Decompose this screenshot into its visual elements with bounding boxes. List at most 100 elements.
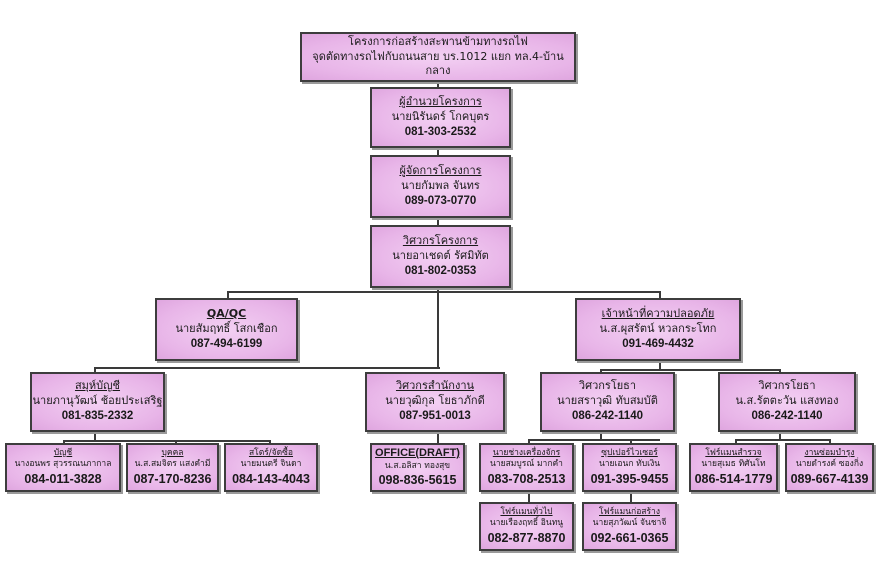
project-title-line1: โครงการก่อสร้างสะพานข้ามทางรถไฟ [348, 34, 528, 48]
node-store-purchasing: สโตร์/จัดซื้อ นายมนตรี จินดา 084-143-404… [224, 443, 318, 492]
connector [94, 431, 96, 441]
node-title: QA/QC [206, 306, 247, 320]
connector [94, 367, 440, 369]
node-project-engineer: วิศวกรโครงการ นายอาเชดต์ รัศมิทัต 081-80… [370, 225, 511, 288]
node-phone: 086-242-1140 [751, 410, 823, 423]
node-title: โฟร์แมนทั่วไป [500, 506, 553, 517]
node-phone: 091-469-4432 [622, 337, 694, 350]
node-name: น.ส.สมจิตร แสงคำมี [134, 459, 211, 470]
node-name: นายเรืองฤทธิ์ อินทนู [489, 518, 564, 529]
node-phone: 083-708-2513 [487, 471, 566, 486]
node-name: น.ส.รัตตะวัน แสงทอง [735, 394, 839, 408]
connector [779, 369, 781, 373]
connector [94, 367, 96, 373]
node-phone: 089-667-4139 [790, 471, 869, 486]
node-name: นายวุฒิกุล โยธาภักดี [385, 394, 485, 408]
node-qaqc: QA/QC นายสัมฤทธิ์ โสกเชือก 087-494-6199 [155, 298, 298, 361]
node-civil-engineer-1: วิศวกรโยธา นายสราวุฒิ ทับสมบัติ 086-242-… [540, 372, 675, 432]
connector [269, 440, 271, 444]
node-civil-engineer-2: วิศวกรโยธา น.ส.รัตตะวัน แสงทอง 086-242-1… [718, 372, 856, 432]
node-title: นายช่างเครื่องจักร [492, 447, 561, 458]
node-general-foreman: โฟร์แมนทั่วไป นายเรืองฤทธิ์ อินทนู 082-8… [479, 502, 574, 551]
node-manager: ผู้จัดการโครงการ นายกัมพล จันทร 089-073-… [370, 155, 511, 218]
node-title: วิศวกรโยธา [758, 379, 816, 393]
node-personnel: บุคคล น.ส.สมจิตร แสงคำมี 087-170-8236 [126, 443, 219, 492]
connector [779, 431, 781, 440]
node-phone: 087-951-0013 [399, 410, 471, 423]
connector [600, 369, 602, 373]
node-director: ผู้อำนวยโครงการ นายนิรันดร์ โกคบุตร 081-… [370, 87, 511, 148]
connector [437, 291, 439, 368]
node-title: งานซ่อมบำรุง [804, 447, 855, 458]
node-title: ซุปเปอร์ไวเซอร์ [601, 447, 658, 458]
node-title: วิศวกรสำนักงาน [395, 379, 475, 393]
node-phone: 081-303-2532 [404, 125, 477, 138]
node-title: บัญชี [53, 447, 73, 458]
node-accounting: บัญชี นางอนพร สุวรรณนภากาล 084-011-3828 [5, 443, 121, 492]
node-phone: 086-514-1779 [694, 471, 773, 486]
node-name: น.ส.ผุสรัตน์ หวลกระโทก [599, 321, 717, 335]
node-phone: 082-877-8870 [487, 530, 566, 545]
node-office-engineer: วิศวกรสำนักงาน นายวุฒิกุล โยธาภักดี 087-… [365, 372, 505, 432]
project-title-box: โครงการก่อสร้างสะพานข้ามทางรถไฟ จุดตัดทา… [300, 32, 576, 82]
node-phone: 081-802-0353 [404, 264, 477, 277]
connector [600, 369, 780, 371]
connector [227, 291, 660, 293]
node-title: เจ้าหน้าที่ความปลอดภัย [601, 306, 715, 320]
connector [600, 431, 602, 440]
node-name: นายอาเชดต์ รัศมิทัต [392, 248, 489, 262]
connector [735, 439, 830, 441]
node-phone: 087-170-8236 [133, 471, 212, 486]
node-phone: 081-835-2332 [61, 410, 134, 423]
connector [63, 440, 270, 442]
node-title: ผู้อำนวยโครงการ [399, 94, 482, 108]
connector [437, 431, 439, 444]
node-construction-foreman: โฟร์แมนก่อสร้าง นายสุภวัฒน์ จันชาจี 092-… [582, 502, 677, 551]
node-maintenance: งานซ่อมบำรุง นายดำรงค์ ซองกิ่ง 089-667-4… [785, 443, 874, 492]
connector [175, 440, 177, 444]
node-name: นายสุเมธ ทิศันโท [701, 459, 766, 470]
node-title: สโตร์/จัดซื้อ [248, 447, 294, 458]
connector [528, 439, 530, 444]
node-title: สมุห์บัญชี [74, 379, 121, 393]
node-chief-accountant: สมุห์บัญชี นายภานุวัฒน์ ช้อยประเสริฐ 081… [30, 372, 165, 432]
node-phone: 084-011-3828 [24, 471, 102, 486]
node-safety-officer: เจ้าหน้าที่ความปลอดภัย น.ส.ผุสรัตน์ หวลก… [575, 298, 741, 361]
connector [630, 493, 632, 503]
node-title: โฟร์แมนก่อสร้าง [599, 506, 660, 517]
connector [63, 440, 65, 444]
node-name: นายสราวุฒิ ทับสมบัติ [557, 394, 658, 408]
node-machinery-technician: นายช่างเครื่องจักร นายสมบูรณ์ มากคำ 083-… [479, 443, 574, 492]
node-phone: 091-395-9455 [590, 471, 669, 486]
node-name: นางอนพร สุวรรณนภากาล [14, 459, 112, 470]
node-name: นายดำรงค์ ซองกิ่ง [795, 459, 864, 470]
node-phone: 098-836-5615 [378, 473, 457, 488]
node-name: นายกัมพล จันทร [401, 178, 480, 192]
node-name: นายมนตรี จินดา [240, 459, 302, 470]
connector [829, 439, 831, 444]
node-phone: 084-143-4043 [232, 471, 310, 486]
node-title: วิศวกรโยธา [578, 379, 637, 393]
node-title: OFFICE(DRAFT) [375, 446, 460, 459]
node-office-draft: OFFICE(DRAFT) น.ส.อลิสา ทองสุข 098-836-5… [370, 443, 465, 492]
node-title: วิศวกรโครงการ [402, 233, 479, 247]
node-name: นายสุภวัฒน์ จันชาจี [592, 518, 667, 529]
node-name: น.ส.อลิสา ทองสุข [384, 460, 451, 471]
connector [735, 439, 737, 444]
node-name: นายภานุวัฒน์ ช้อยประเสริฐ [32, 394, 163, 408]
connector [630, 439, 632, 444]
node-phone: 086-242-1140 [572, 410, 643, 423]
node-phone: 092-661-0365 [590, 530, 669, 545]
connector [659, 291, 661, 298]
node-title: ผู้จัดการโครงการ [399, 163, 482, 177]
connector [659, 360, 661, 370]
connector [227, 291, 229, 298]
node-supervisor: ซุปเปอร์ไวเซอร์ นายเอนก ทับเงิน 091-395-… [582, 443, 677, 492]
node-name: นายนิรันดร์ โกคบุตร [391, 109, 490, 123]
node-phone: 087-494-6199 [190, 337, 263, 350]
connector [528, 493, 530, 503]
project-title-line2: จุดตัดทางรถไฟกับถนนสาย บร.1012 แยก ทล.4-… [312, 49, 564, 78]
node-title: โฟร์แมนสำรวจ [705, 447, 762, 458]
connector [528, 439, 660, 441]
node-survey-foreman: โฟร์แมนสำรวจ นายสุเมธ ทิศันโท 086-514-17… [689, 443, 778, 492]
